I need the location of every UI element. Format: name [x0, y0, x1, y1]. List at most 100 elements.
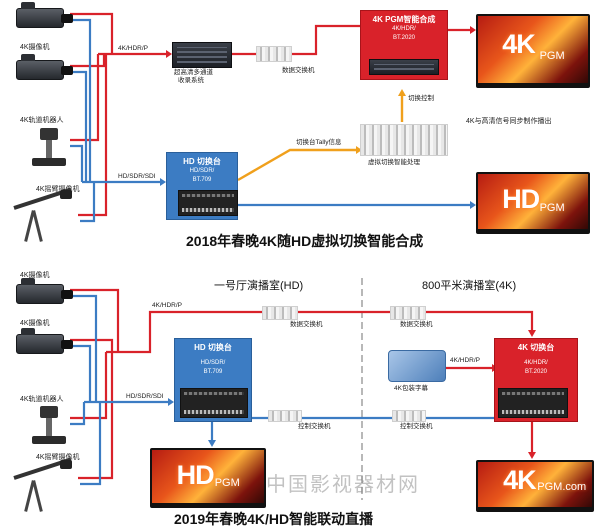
- top-4k-signal-label: 4K/HDR/P: [118, 45, 148, 52]
- bottom-hd-monitor-tag: PGM: [214, 476, 240, 489]
- top-red-jib: [78, 54, 108, 217]
- top-diagram-title: 2018年春晚4K随HD虚拟切换智能合成: [186, 233, 424, 249]
- top-orange-arrow-pgm: [398, 89, 406, 96]
- bottom-red-jib: [78, 352, 114, 480]
- bottom-blue-robot: [70, 402, 86, 426]
- bottom-4k-monitor: 4K PGM.com: [476, 460, 594, 512]
- watermark: 中国影视器材网: [266, 474, 420, 496]
- top-4k-camera-2: [16, 54, 73, 80]
- bottom-rail-robot-label: 4K轨道机器人: [20, 396, 64, 403]
- top-blue-arrow-monitor: [470, 201, 476, 209]
- top-jib-label: 4K摇臂摄像机: [36, 186, 80, 193]
- top-hd-switcher-panel: [178, 190, 238, 216]
- pgm-composite-box: 4K PGM智能合成 4K/HDR/ BT.2020: [360, 10, 448, 80]
- bottom-4k-signal-lines: [70, 288, 534, 480]
- pgm-composite-line2: BT.2020: [392, 35, 416, 42]
- top-blue-cam2: [70, 70, 88, 182]
- bottom-blue-arrow-monitor: [208, 440, 216, 447]
- tally-label: 切换台Tally信息: [296, 139, 342, 146]
- bottom-data-switch-right: [390, 306, 426, 320]
- top-jib-camera: [13, 187, 78, 242]
- top-4k-camera-label: 4K摄像机: [20, 44, 50, 51]
- top-orange-arrow-virtual: [356, 146, 362, 154]
- bottom-red-arrow-4kswitch: [528, 330, 536, 337]
- bottom-red-arrow-monitor: [528, 452, 536, 459]
- top-orange-tally: [237, 148, 356, 182]
- bottom-rail-robot: [32, 406, 66, 444]
- bottom-hd-monitor-big: HD: [176, 460, 215, 491]
- pgm-composite-rack: [369, 59, 439, 75]
- top-data-switch-label: 数据交换机: [282, 67, 315, 74]
- bottom-red-main: [106, 310, 534, 354]
- top-red-cam1: [70, 12, 114, 54]
- bottom-hd-signal-lines: [70, 294, 500, 486]
- bottom-hd-monitor: HD PGM: [150, 448, 266, 508]
- bottom-blue-cam2: [70, 344, 92, 402]
- top-hd-monitor-tag: PGM: [539, 201, 565, 214]
- top-hd-switcher-title: HD 切换台: [183, 157, 221, 166]
- bottom-4k-camera-2: [16, 328, 73, 354]
- bottom-hd-switcher-panel: [180, 388, 248, 418]
- virtual-switch-label: 虚拟切换智能处理: [368, 159, 420, 166]
- top-rail-robot-label: 4K轨道机器人: [20, 117, 64, 124]
- bottom-hd-signal-label: HD/SDR/SDI: [126, 393, 164, 400]
- top-red-robot: [70, 54, 100, 142]
- bottom-4k-signal-label: 4K/HDR/P: [152, 302, 182, 309]
- top-red-arrow-monitor: [470, 26, 476, 34]
- bottom-4k-camera-1: [16, 278, 73, 304]
- bottom-4k-switcher-title: 4K 切换台: [517, 343, 555, 352]
- bottom-jib-camera: [13, 457, 78, 512]
- switch-control-label: 切换控制: [408, 95, 434, 102]
- top-hd-monitor-big: HD: [502, 184, 540, 215]
- bottom-red-cam1: [70, 288, 120, 352]
- bottom-blue-jib: [80, 402, 102, 486]
- studio-4k-label: 800平米演播室(4K): [422, 280, 517, 292]
- storage-rack: [172, 42, 232, 68]
- pgm-composite-title: 4K PGM智能合成: [372, 15, 436, 24]
- bottom-red-cam2: [70, 338, 114, 352]
- top-rail-robot: [32, 128, 66, 166]
- bottom-data-switch-left: [262, 306, 298, 320]
- top-blue-jib: [80, 182, 96, 223]
- bottom-4k-switcher-panel: [498, 388, 568, 418]
- bottom-red-robot: [70, 352, 108, 420]
- virtual-switch-device: [360, 124, 448, 156]
- bottom-data-switch-label-right: 数据交换机: [400, 321, 433, 328]
- control-switch-right: [392, 410, 426, 422]
- bottom-blue-arrow-switcher: [168, 398, 174, 406]
- bottom-4k-camera-label-2: 4K摄像机: [20, 320, 50, 327]
- top-data-switch: [256, 46, 292, 62]
- top-4k-signal-lines: [70, 12, 470, 217]
- top-hd-signal-lines: [70, 18, 470, 223]
- sync-note: 4K与高清信号同步制作播出: [466, 118, 552, 125]
- top-hd-switcher-line2: BT.709: [192, 177, 212, 184]
- top-blue-robot: [70, 144, 84, 182]
- top-4k-monitor: 4K PGM: [476, 14, 590, 88]
- bottom-data-switch-label-left: 数据交换机: [290, 321, 323, 328]
- top-hd-monitor: HD PGM: [476, 172, 590, 234]
- bottom-4k-camera-label: 4K摄像机: [20, 272, 50, 279]
- bottom-blue-cam1: [70, 294, 98, 402]
- control-switch-left-label: 控制交换机: [298, 423, 331, 430]
- top-4k-monitor-big: 4K: [502, 28, 536, 59]
- subtitle-graphics-label: 4K包装字幕: [394, 385, 428, 392]
- control-switch-left: [268, 410, 302, 422]
- top-4k-camera-1: [16, 2, 73, 28]
- storage-label-1: 超高清多通道: [174, 69, 213, 76]
- top-red-up-pgm: [290, 24, 360, 56]
- top-blue-arrow-switcher: [160, 178, 166, 186]
- bottom-hd-switcher-line2: BT.709: [203, 369, 223, 376]
- bottom-4k-switcher-line2: BT.2020: [524, 369, 548, 376]
- top-blue-cam1: [70, 18, 92, 182]
- top-4k-monitor-tag: PGM: [539, 49, 565, 62]
- top-red-cam2: [70, 54, 106, 68]
- control-switch-right-label: 控制交换机: [400, 423, 433, 430]
- studio-hd-label: 一号厅演播室(HD): [214, 280, 304, 292]
- bottom-4k-signal-right-label: 4K/HDR/P: [450, 357, 480, 364]
- top-control-lines: [237, 94, 404, 182]
- storage-label-2: 收录系统: [178, 77, 204, 84]
- bottom-hd-switcher-line1: HD/SDR/: [200, 360, 226, 367]
- bottom-4k-monitor-tag: PGM.com: [537, 481, 587, 494]
- bottom-4k-switcher-line1: 4K/HDR/: [524, 360, 548, 367]
- subtitle-graphics-device: [388, 350, 446, 382]
